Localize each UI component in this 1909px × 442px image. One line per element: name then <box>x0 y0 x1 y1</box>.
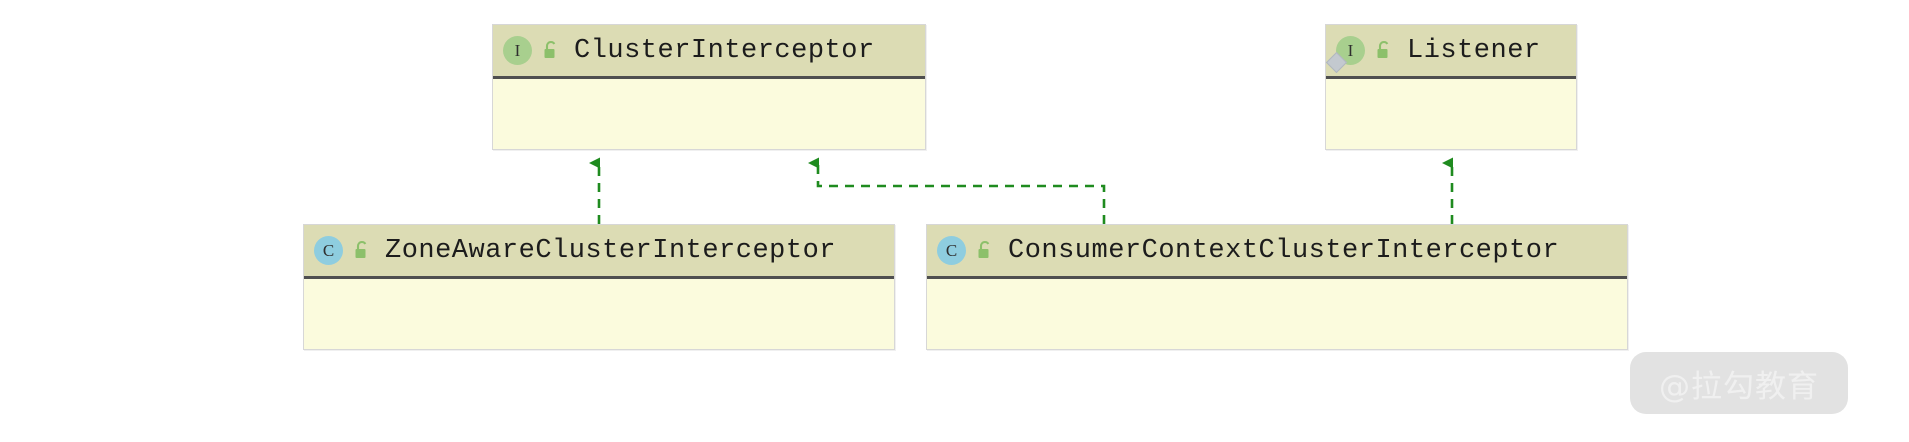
external-library-diamond-icon <box>1325 51 1348 74</box>
uml-node-header: I ClusterInterceptor <box>493 25 925 79</box>
class-badge-letter: C <box>945 240 958 260</box>
unlock-icon <box>1377 40 1389 58</box>
interface-badge-letter: I <box>514 40 521 60</box>
uml-node-members-compartment <box>927 279 1627 323</box>
interface-badge-icon: I <box>1325 36 1365 74</box>
uml-node-members-compartment <box>304 279 894 323</box>
uml-node-members-compartment <box>493 79 925 123</box>
class-badge-icon: C <box>314 236 343 265</box>
uml-node-zone-aware-cluster-interceptor[interactable]: C ZoneAwareClusterInterceptor <box>303 224 895 350</box>
watermark-text: @拉勾教育 <box>1659 368 1819 405</box>
unlock-icon <box>355 240 367 258</box>
class-badge-icon: C <box>937 236 966 265</box>
class-badge-letter: C <box>322 240 335 260</box>
uml-node-title: ClusterInterceptor <box>574 35 875 66</box>
unlock-icon <box>544 40 556 58</box>
uml-node-header: C ZoneAwareClusterInterceptor <box>304 225 894 279</box>
uml-node-title: ZoneAwareClusterInterceptor <box>385 235 836 266</box>
watermark: @拉勾教育 <box>1630 352 1848 414</box>
interface-badge-icon: I <box>503 36 532 65</box>
uml-node-consumer-context-cluster-interceptor[interactable]: C ConsumerContextClusterInterceptor <box>926 224 1628 350</box>
uml-node-cluster-interceptor[interactable]: I ClusterInterceptor <box>492 24 926 150</box>
unlock-icon <box>978 240 990 258</box>
uml-node-header: I Listener <box>1325 25 1576 79</box>
connector-consumercontext-to-clusterinterceptor <box>808 157 1106 224</box>
uml-node-listener[interactable]: I Listener <box>1325 24 1577 150</box>
uml-node-header: C ConsumerContextClusterInterceptor <box>927 225 1627 279</box>
uml-node-members-compartment <box>1326 79 1576 123</box>
interface-badge-letter: I <box>1347 40 1354 60</box>
uml-node-title: Listener <box>1407 35 1541 66</box>
uml-node-title: ConsumerContextClusterInterceptor <box>1008 235 1560 266</box>
